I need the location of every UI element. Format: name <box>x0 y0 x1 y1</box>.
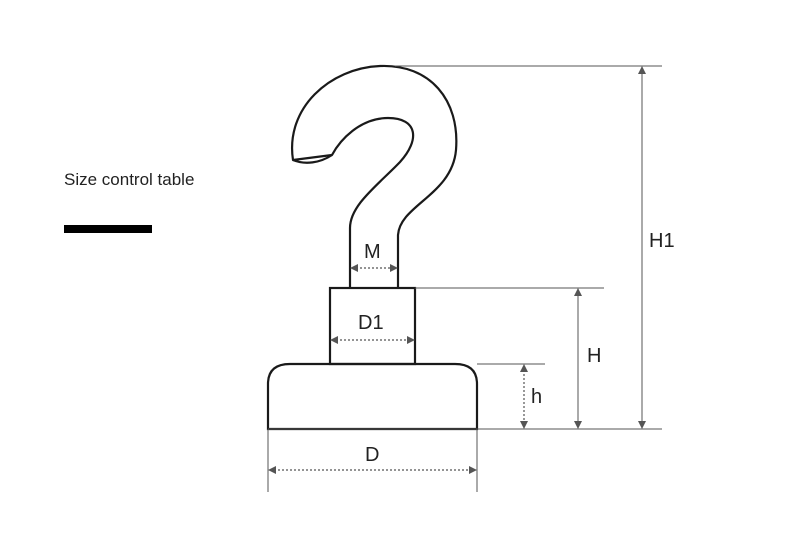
dimension-m <box>350 264 398 272</box>
diagram-heading: Size control table <box>64 170 195 189</box>
label-h1: H1 <box>649 230 675 252</box>
label-h: H <box>587 345 601 367</box>
dimension-d <box>268 466 477 474</box>
label-m: M <box>364 241 381 263</box>
magnet-base <box>266 362 479 431</box>
label-d1: D1 <box>358 312 384 334</box>
label-h-small: h <box>531 386 542 408</box>
dimension-h-small <box>520 364 528 429</box>
dimension-d1 <box>330 336 415 344</box>
heading-underline-bar <box>64 225 152 233</box>
dimension-h <box>574 288 582 429</box>
hook-outline <box>290 64 458 288</box>
label-d: D <box>365 444 379 466</box>
dimension-h1 <box>638 66 646 429</box>
extension-lines <box>267 65 662 492</box>
